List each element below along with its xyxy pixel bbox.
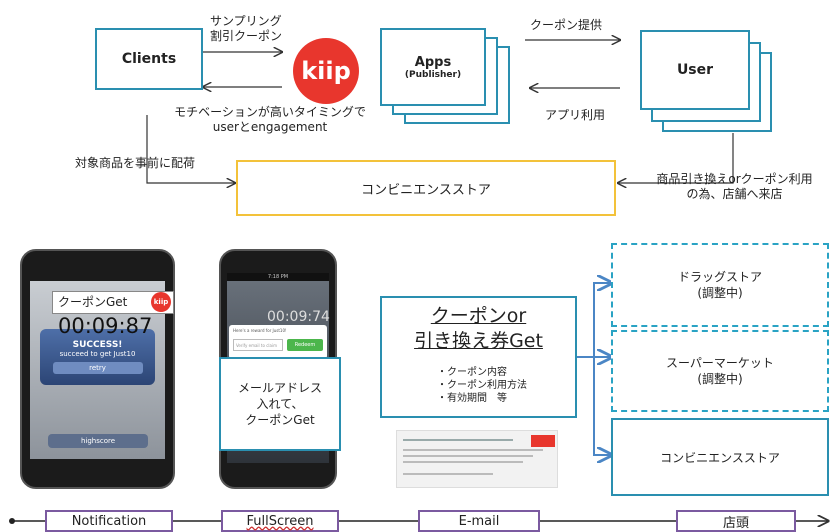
exchange-label: 商品引き換えorクーポン利用 の為、店舗へ来店 [656,172,813,201]
user-box: User [640,30,750,110]
timeline-fullscreen: FullScreen [221,510,339,532]
email-input[interactable]: Verify email to claim [233,339,283,351]
email-note-box: メールアドレス 入れて、 クーポンGet [219,357,341,451]
timeline-notification: Notification [45,510,173,532]
convenience-store-box: コンビニエンスストア [236,160,616,216]
distribute-label: 対象商品を事前に配荷 [75,156,196,170]
sampling-label: サンプリング 割引クーポン [210,14,283,43]
clients-box: Clients [95,28,203,90]
conveniencestore-box: コンビニエンスストア [611,418,829,496]
success-dialog: SUCCESS! succeed to get Just10 retry [40,329,155,385]
coupon-items: ・クーポン内容 ・クーポン利用方法 ・有効期間 等 [437,366,527,405]
coupon-provide-label: クーポン提供 [530,18,603,32]
phone1-timer: 00:09:87 [58,314,153,338]
retry-button[interactable]: retry [52,362,143,374]
timeline-email: E-mail [418,510,540,532]
drugstore-box: ドラッグストア (調整中) [611,243,829,327]
status-bar: 7:18 PM [227,273,329,281]
supermarket-box: スーパーマーケット (調整中) [611,330,829,412]
kiip-logo: kiip [293,38,359,104]
app-use-label: アプリ利用 [545,108,606,122]
motivation-label: モチベーションが高いタイミングで userとengagement [174,105,366,134]
coupon-get-banner: クーポンGet [52,291,174,314]
email-kiip-logo [531,435,555,447]
redeem-button[interactable]: Redeem [287,339,323,351]
reward-card: Here's a reward for Just10! Verify email… [229,325,327,359]
coupon-box: クーポンor 引き換え券Get ・クーポン内容 ・クーポン利用方法 ・有効期間 … [380,296,577,418]
phone-notification: SUCCESS! succeed to get Just10 retry hig… [20,249,175,489]
coupon-item: ・有効期間 等 [437,393,507,404]
email-thumbnail [396,430,558,488]
coupon-item: ・クーポン内容 [437,367,507,378]
timeline-store: 店頭 [676,510,796,532]
apps-box: Apps (Publisher) [380,28,486,106]
clients-label: Clients [121,51,177,67]
coupon-title: クーポンor 引き換え券Get [414,305,543,352]
kiip-badge: kiip [151,292,171,312]
highscore-button[interactable]: highscore [48,434,148,448]
phone2-timer: 00:09:74 [267,309,330,325]
coupon-item: ・クーポン利用方法 [437,380,527,391]
